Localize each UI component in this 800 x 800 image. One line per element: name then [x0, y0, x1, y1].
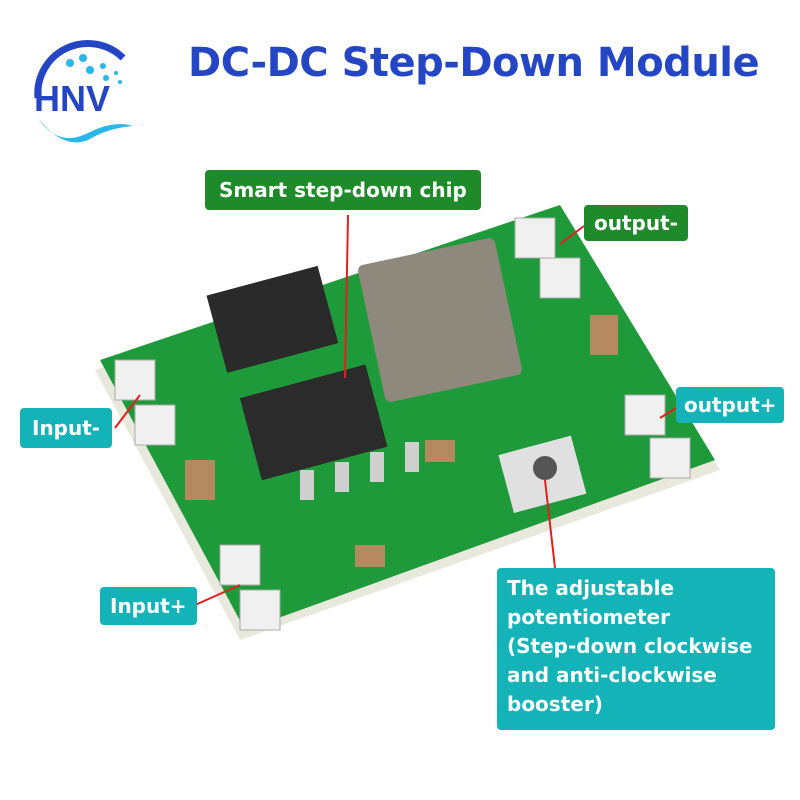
- page-title: DC-DC Step-Down Module: [188, 40, 760, 86]
- potentiometer-label: The adjustable potentiometer (Step-down …: [497, 568, 775, 730]
- chip-label: Smart step-down chip: [205, 170, 481, 210]
- output-plus-label: output+: [676, 387, 785, 423]
- pointer-lines: [114, 214, 677, 606]
- output-minus-label: output-: [584, 205, 688, 241]
- potentiometer-line: (Step-down clockwise: [507, 634, 753, 658]
- potentiometer-line: The adjustable: [507, 576, 675, 600]
- step-down-chip: [239, 364, 388, 481]
- logo-text: HNV: [34, 78, 111, 119]
- potentiometer-line: booster): [507, 692, 603, 716]
- diode: [206, 265, 339, 373]
- hnv-logo: [28, 38, 148, 148]
- potentiometer-line: potentiometer: [507, 605, 670, 629]
- input-plus-label: Input+: [100, 587, 197, 625]
- input-minus-label: Input-: [20, 408, 113, 448]
- potentiometer-line: and anti-clockwise: [507, 663, 717, 687]
- inductor: [358, 238, 522, 402]
